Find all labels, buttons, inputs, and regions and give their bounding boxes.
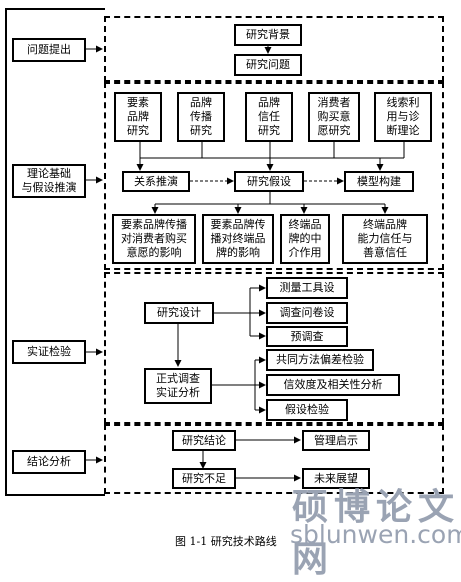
management-implications-box: 管理启示 — [302, 430, 370, 451]
reliability-validity-box: 信效度及相关性分析 — [266, 374, 400, 396]
section-problem-container — [104, 16, 444, 82]
figure-caption: 图 1-1 研究技术路线 — [175, 535, 277, 548]
section-empirical-container — [104, 272, 444, 424]
formal-survey-box: 正式调查 实证分析 — [144, 368, 212, 404]
stage-empirical: 实证检验 — [12, 340, 86, 364]
stage-theory: 理论基础 与假设推演 — [12, 164, 86, 198]
research-question-box: 研究问题 — [234, 54, 302, 76]
pretest-box: 预调查 — [266, 326, 348, 347]
literature-purchase-intention: 消费者 购买意 愿研究 — [308, 92, 360, 142]
outer-bottom-border — [5, 494, 105, 496]
hypothesis-group-1: 要素品牌传播 对消费者购买 意愿的影响 — [112, 214, 196, 264]
stage-problem: 问题提出 — [12, 38, 86, 62]
hypothesis-test-box: 假设检验 — [266, 399, 348, 421]
research-background-box: 研究背景 — [234, 24, 302, 46]
model-construction-box: 模型构建 — [344, 171, 414, 192]
research-hypothesis-box: 研究假设 — [234, 171, 304, 192]
measurement-tools-box: 测量工具设 — [266, 277, 348, 299]
common-method-bias-box: 共同方法偏差检验 — [266, 349, 374, 371]
stage-conclusion: 结论分析 — [12, 450, 86, 474]
hypothesis-group-4: 终端品牌 能力信任与 善意信任 — [342, 214, 428, 264]
research-conclusion-box: 研究结论 — [172, 430, 236, 451]
section-conclusion-container — [104, 424, 444, 494]
relation-deduction-box: 关系推演 — [122, 171, 190, 192]
questionnaire-design-box: 调查问卷设 — [266, 302, 348, 324]
research-design-box: 研究设计 — [144, 302, 214, 324]
literature-brand-communication: 品牌 传播 研究 — [177, 92, 225, 142]
outer-left-border — [5, 8, 7, 496]
watermark-url: sblunwen.com — [290, 520, 461, 549]
literature-cue-utilization: 线索利 用与诊 断理论 — [374, 92, 432, 142]
research-limitations-box: 研究不足 — [172, 468, 236, 489]
hypothesis-group-3: 终端品 牌的中 介作用 — [280, 214, 330, 264]
section-theory-container — [104, 82, 444, 270]
literature-element-brand: 要素 品牌 研究 — [114, 92, 162, 142]
future-outlook-box: 未来展望 — [302, 468, 370, 489]
literature-brand-trust: 品牌 信任 研究 — [245, 92, 293, 142]
outer-top-border — [5, 8, 105, 10]
hypothesis-group-2: 要素品牌传 播对终端品 牌的影响 — [202, 214, 274, 264]
